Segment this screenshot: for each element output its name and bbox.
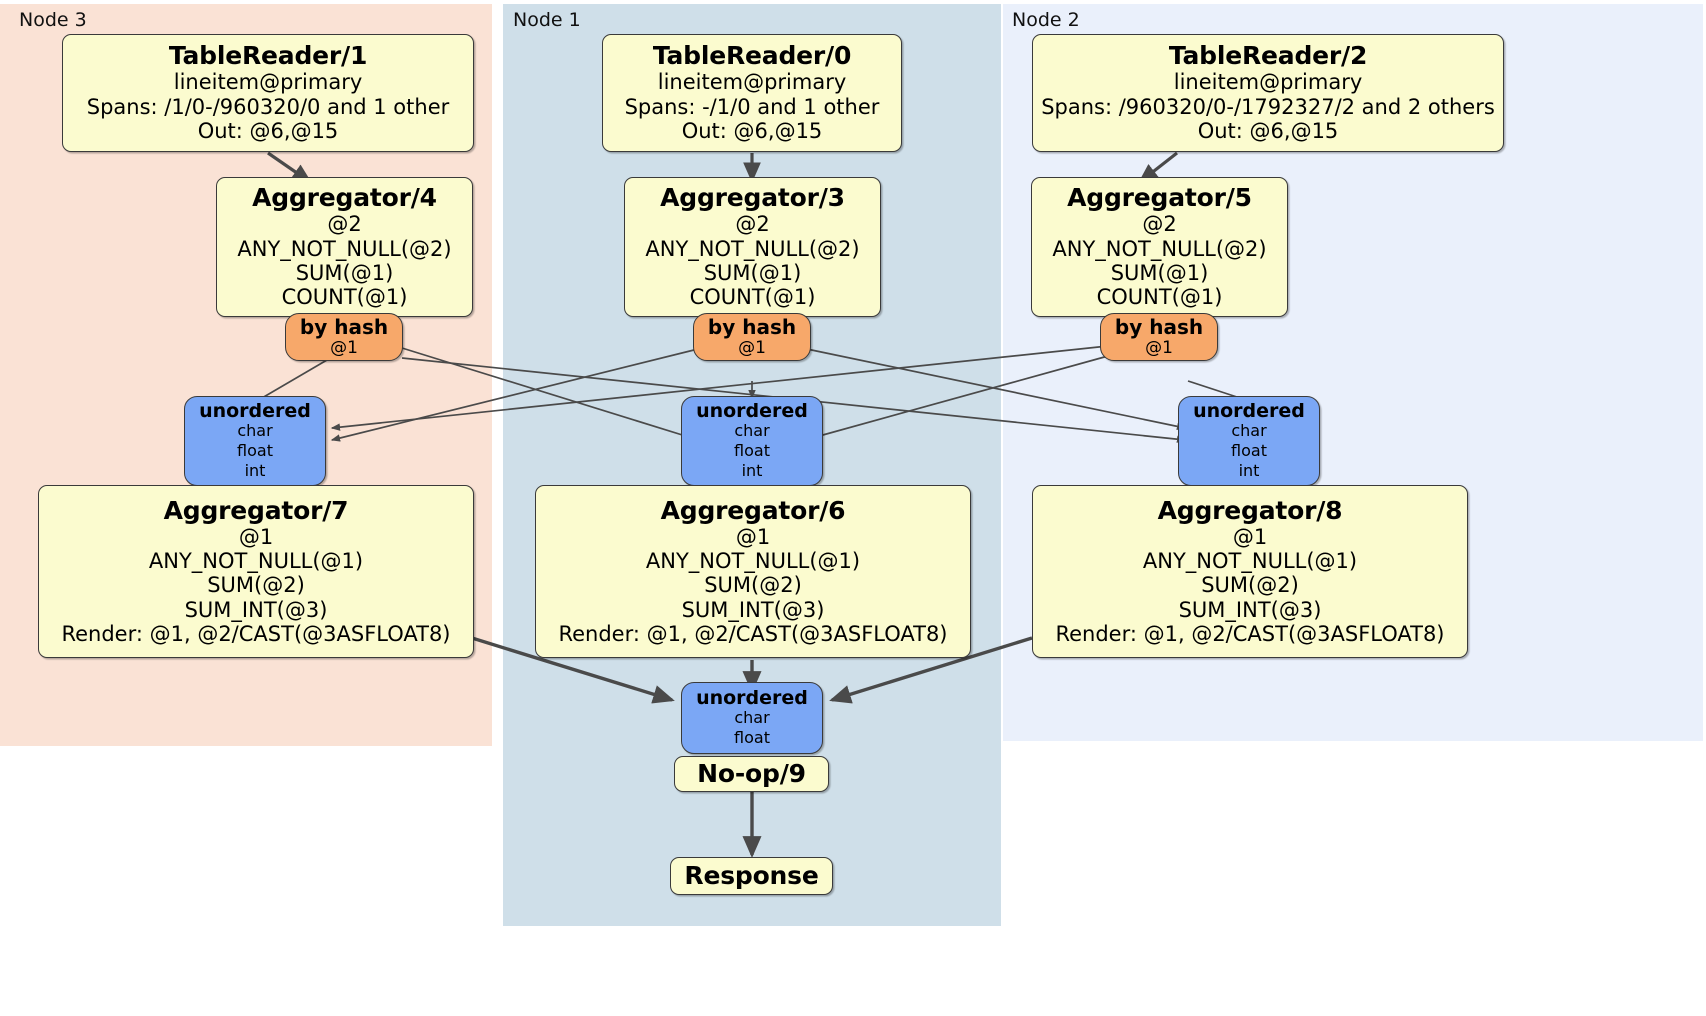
node-title: TableReader/1 [168,41,368,71]
node-detail-line: Render: @1, @2/CAST(@3ASFLOAT8) [61,622,451,647]
node-detail-line: @1 [238,524,274,549]
node-detail-line: COUNT(@1) [1096,285,1223,310]
node-aggregator-6[interactable]: Aggregator/6 @1 ANY_NOT_NULL(@1) SUM(@2)… [535,485,971,658]
sync-title: unordered [1193,399,1305,422]
node-detail-line: SUM(@2) [704,573,802,598]
sync-detail-line: char [734,421,770,441]
node-detail-line: SUM(@2) [1201,573,1299,598]
router-detail-line: @1 [738,337,766,358]
node-detail-line: SUM(@1) [703,261,802,285]
sync-detail-line: char [734,708,770,728]
sync-detail-line: float [734,728,770,748]
node-detail-line: @2 [327,212,362,237]
node-title: TableReader/0 [652,41,852,71]
node-detail-line: ANY_NOT_NULL(@2) [645,236,860,261]
node-title: Aggregator/3 [660,183,845,213]
node-response[interactable]: Response [670,857,833,895]
sync-detail-line: float [237,441,273,461]
router-title: by hash [707,314,797,339]
sync-title: unordered [696,686,808,709]
node-aggregator-3[interactable]: Aggregator/3 @2 ANY_NOT_NULL(@2) SUM(@1)… [624,177,881,317]
node-title: Aggregator/7 [163,495,349,525]
node-detail-line: @1 [735,524,771,549]
node-detail-line: Spans: /960320/0-/1792327/2 and 2 others [1041,94,1495,119]
sync-detail-line: float [1231,441,1267,461]
node-title: No-op/9 [697,759,806,788]
node-detail-line: Out: @6,@15 [1197,119,1339,144]
sync-title: unordered [696,399,808,422]
router-by-hash-right[interactable]: by hash @1 [1100,313,1218,361]
router-by-hash-center[interactable]: by hash @1 [693,313,811,361]
router-detail-line: @1 [330,337,358,358]
node-detail-line: Out: @6,@15 [197,119,339,144]
node-aggregator-8[interactable]: Aggregator/8 @1 ANY_NOT_NULL(@1) SUM(@2)… [1032,485,1468,658]
node-detail-line: SUM_INT(@3) [184,597,328,622]
node-detail-line: @2 [1142,212,1177,237]
node-title: Aggregator/4 [252,183,437,213]
sync-detail-line: char [1231,421,1267,441]
router-detail-line: @1 [1145,337,1173,358]
node-tablereader-1[interactable]: TableReader/1 lineitem@primary Spans: /1… [62,34,474,152]
router-title: by hash [299,314,389,339]
node-aggregator-5[interactable]: Aggregator/5 @2 ANY_NOT_NULL(@2) SUM(@1)… [1031,177,1288,317]
node-title: Aggregator/8 [1157,495,1343,525]
node-detail-line: @2 [735,212,770,237]
node-detail-line: COUNT(@1) [281,285,408,310]
node-tablereader-2[interactable]: TableReader/2 lineitem@primary Spans: /9… [1032,34,1504,152]
node-panel-label-node1: Node 1 [513,9,581,31]
sync-detail-line: int [741,461,763,481]
sync-detail-line: float [734,441,770,461]
node-detail-line: Spans: /1/0-/960320/0 and 1 other [86,94,450,119]
node-title: Aggregator/5 [1067,183,1252,213]
sync-unordered-center[interactable]: unordered char float int [681,396,823,486]
node-detail-line: Spans: -/1/0 and 1 other [624,94,880,119]
node-detail-line: ANY_NOT_NULL(@1) [1142,548,1358,573]
node-tablereader-0[interactable]: TableReader/0 lineitem@primary Spans: -/… [602,34,902,152]
sync-title: unordered [199,399,311,422]
node-aggregator-7[interactable]: Aggregator/7 @1 ANY_NOT_NULL(@1) SUM(@2)… [38,485,474,658]
node-detail-line: SUM(@1) [295,261,394,285]
sync-unordered-right[interactable]: unordered char float int [1178,396,1320,486]
node-panel-label-node2: Node 2 [1012,9,1080,31]
sync-detail-line: char [237,421,273,441]
node-detail-line: ANY_NOT_NULL(@2) [1052,236,1267,261]
sync-detail-line: int [244,461,266,481]
node-detail-line: Out: @6,@15 [681,119,823,144]
router-by-hash-left[interactable]: by hash @1 [285,313,403,361]
node-detail-line: @1 [1232,524,1268,549]
node-detail-line: lineitem@primary [657,70,847,95]
node-detail-line: lineitem@primary [173,70,363,95]
node-title: TableReader/2 [1168,41,1368,71]
node-detail-line: ANY_NOT_NULL(@1) [148,548,364,573]
node-detail-line: ANY_NOT_NULL(@2) [237,236,452,261]
node-detail-line: SUM(@2) [207,573,305,598]
node-detail-line: Render: @1, @2/CAST(@3ASFLOAT8) [558,622,948,647]
node-detail-line: SUM(@1) [1110,261,1209,285]
node-detail-line: SUM_INT(@3) [681,597,825,622]
node-detail-line: lineitem@primary [1173,70,1363,95]
node-title: Response [684,861,819,890]
node-title: Aggregator/6 [660,495,846,525]
node-detail-line: SUM_INT(@3) [1178,597,1322,622]
node-noop-9[interactable]: No-op/9 [674,756,829,792]
sync-detail-line: int [1238,461,1260,481]
node-panel-label-node3: Node 3 [19,9,87,31]
node-detail-line: ANY_NOT_NULL(@1) [645,548,861,573]
sync-unordered-left[interactable]: unordered char float int [184,396,326,486]
node-detail-line: COUNT(@1) [689,285,816,310]
node-aggregator-4[interactable]: Aggregator/4 @2 ANY_NOT_NULL(@2) SUM(@1)… [216,177,473,317]
router-title: by hash [1114,314,1204,339]
node-detail-line: Render: @1, @2/CAST(@3ASFLOAT8) [1055,622,1445,647]
sync-unordered-final[interactable]: unordered char float [681,682,823,754]
